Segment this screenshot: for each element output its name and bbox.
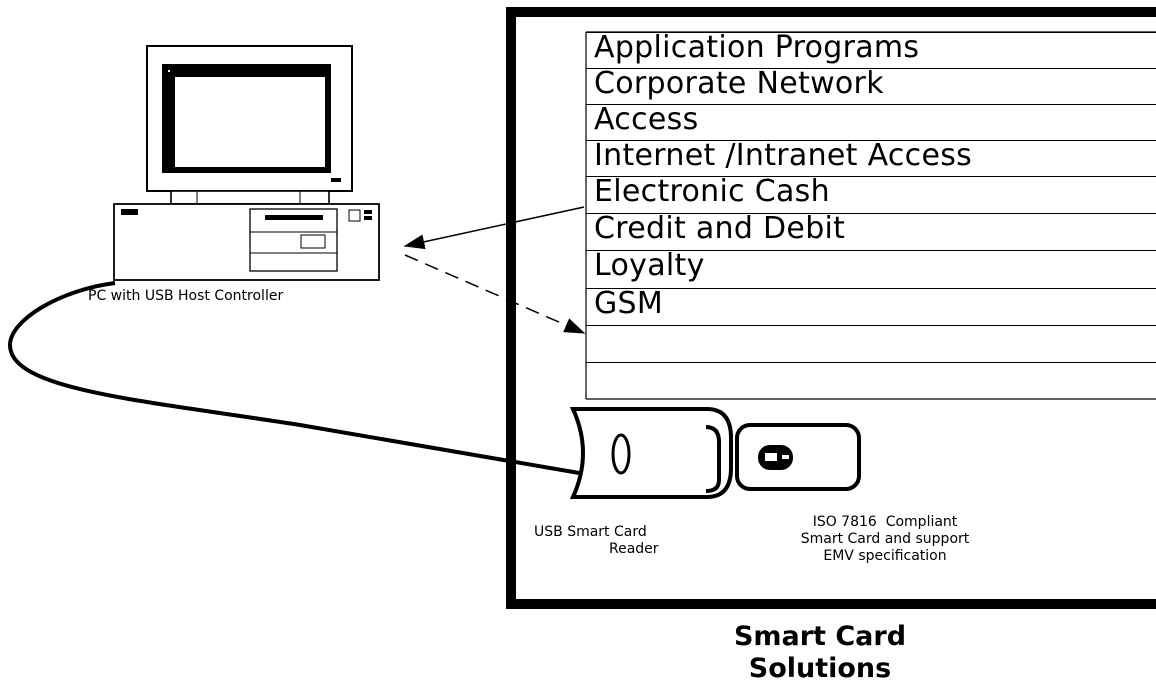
pc-label: PC with USB Host Controller (88, 288, 284, 304)
solid-arrow (403, 206, 585, 250)
card-label-line2: Smart Card and support (800, 531, 970, 547)
app-row-8: GSM (586, 286, 1156, 324)
card-label: ISO 7816 Compliant Smart Card and suppor… (760, 514, 1010, 565)
app-row-6: Credit and Debit (586, 211, 1156, 249)
diagram-title-line1: Smart Card (733, 621, 907, 652)
pc-case-icon (113, 203, 380, 281)
reader-label: USB Smart Card Reader (534, 524, 702, 558)
app-row-4: Internet /Intranet Access (586, 138, 1156, 176)
app-row-10 (586, 362, 1156, 398)
app-row-2-label: Corporate Network (594, 66, 884, 101)
app-row-4-label: Internet /Intranet Access (594, 138, 973, 173)
app-row-5-label: Electronic Cash (594, 174, 830, 209)
dashed-arrow (404, 254, 586, 334)
usb-cable (7, 281, 586, 476)
reader-label-line2: Reader (609, 541, 659, 557)
app-row-2: Corporate Network (586, 66, 1156, 104)
app-row-3-label: Access (594, 102, 699, 137)
app-row-9 (586, 325, 1156, 361)
app-row-1-label: Application Programs (594, 30, 920, 65)
diagram-title-line2: Solutions (748, 653, 892, 684)
card-label-line1: ISO 7816 Compliant (812, 514, 958, 530)
pc-monitor-icon (146, 45, 353, 205)
diagram-title: Smart Card Solutions (700, 621, 940, 685)
card-label-line3: EMV specification (823, 548, 947, 564)
app-row-1: Application Programs (586, 30, 1156, 68)
solutions-frame (506, 7, 1156, 609)
app-row-7-label: Loyalty (594, 248, 705, 283)
app-row-6-label: Credit and Debit (594, 211, 846, 246)
app-row-3: Access (586, 102, 1156, 140)
smart-card-icon (735, 423, 861, 491)
reader-label-line1: USB Smart Card (534, 524, 647, 540)
app-row-8-label: GSM (594, 286, 664, 321)
usb-reader-icon (569, 407, 733, 499)
app-row-7: Loyalty (586, 248, 1156, 286)
app-row-5: Electronic Cash (586, 174, 1156, 212)
